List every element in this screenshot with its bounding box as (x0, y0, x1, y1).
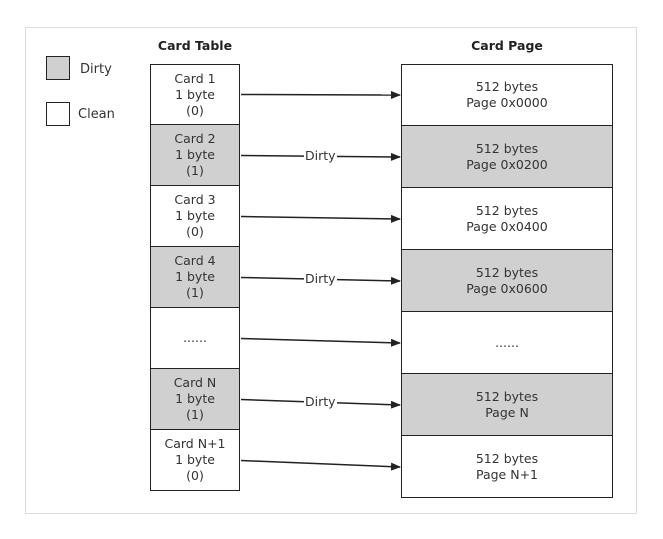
card-table-title: Card Table (157, 38, 233, 53)
page-cell-text: 512 bytes (475, 388, 539, 404)
legend-dirty-label: Dirty (80, 62, 112, 77)
card-cell-text: (0) (186, 468, 204, 483)
card-cell-text: 1 byte (175, 147, 215, 162)
page-cell-text: 512 bytes (475, 202, 539, 218)
page-cell-text: Page N+1 (475, 466, 538, 482)
page-cell-text: 512 bytes (475, 264, 539, 280)
legend-dirty-swatch (46, 56, 70, 80)
diagram-frame (25, 27, 637, 514)
page-cell-text: Page 0x0600 (466, 280, 548, 296)
card-cell-text: (1) (186, 407, 204, 422)
page-cell-text: 512 bytes (475, 79, 539, 94)
card-cell-text: Card 1 (174, 70, 216, 86)
edge-label-dirty: Dirty (304, 148, 337, 164)
card-page-title: Card Page (471, 38, 543, 53)
edge-label-dirty: Dirty (304, 271, 337, 287)
legend-clean-swatch (46, 102, 70, 126)
page-cell-text: Page 0x0200 (466, 156, 548, 172)
page-cell-text: 512 bytes (475, 140, 539, 156)
page-cell-text: 512 bytes (475, 450, 539, 466)
card-cell-text: 1 byte (175, 269, 215, 284)
card-cell-text: Card 2 (174, 131, 216, 146)
card-cell-text: Card N (173, 375, 217, 390)
mapping-arrow (240, 90, 401, 99)
legend-clean-label: Clean (78, 107, 115, 122)
mapping-arrow (240, 459, 401, 471)
card-cell-text: 1 byte (175, 208, 215, 223)
card-cell-text: Card 4 (174, 253, 216, 268)
card-cell-text: 1 byte (175, 391, 215, 406)
card-cell-text: Card N+1 (164, 436, 226, 451)
edge-label-dirty: Dirty (304, 394, 337, 410)
card-cell-text: ...... (183, 330, 207, 345)
card-cell-text: Card 3 (174, 192, 216, 207)
page-cell-text: Page 0x0000 (466, 95, 548, 110)
mapping-arrow (240, 337, 401, 347)
card-table-cell: ...... (150, 307, 240, 369)
card-cell-text: (1) (186, 163, 204, 178)
card-cell-text: 1 byte (175, 452, 215, 467)
page-cell-text: Page N (485, 404, 529, 420)
card-cell-text: (1) (186, 285, 204, 300)
mapping-arrow (240, 214, 401, 223)
page-cell-text: ...... (495, 334, 519, 350)
card-page-cell: ...... (401, 311, 613, 374)
page-cell-text: Page 0x0400 (466, 218, 548, 234)
card-cell-text: 1 byte (175, 86, 215, 102)
card-cell-text: (0) (186, 224, 204, 239)
card-cell-text: (0) (186, 102, 204, 118)
